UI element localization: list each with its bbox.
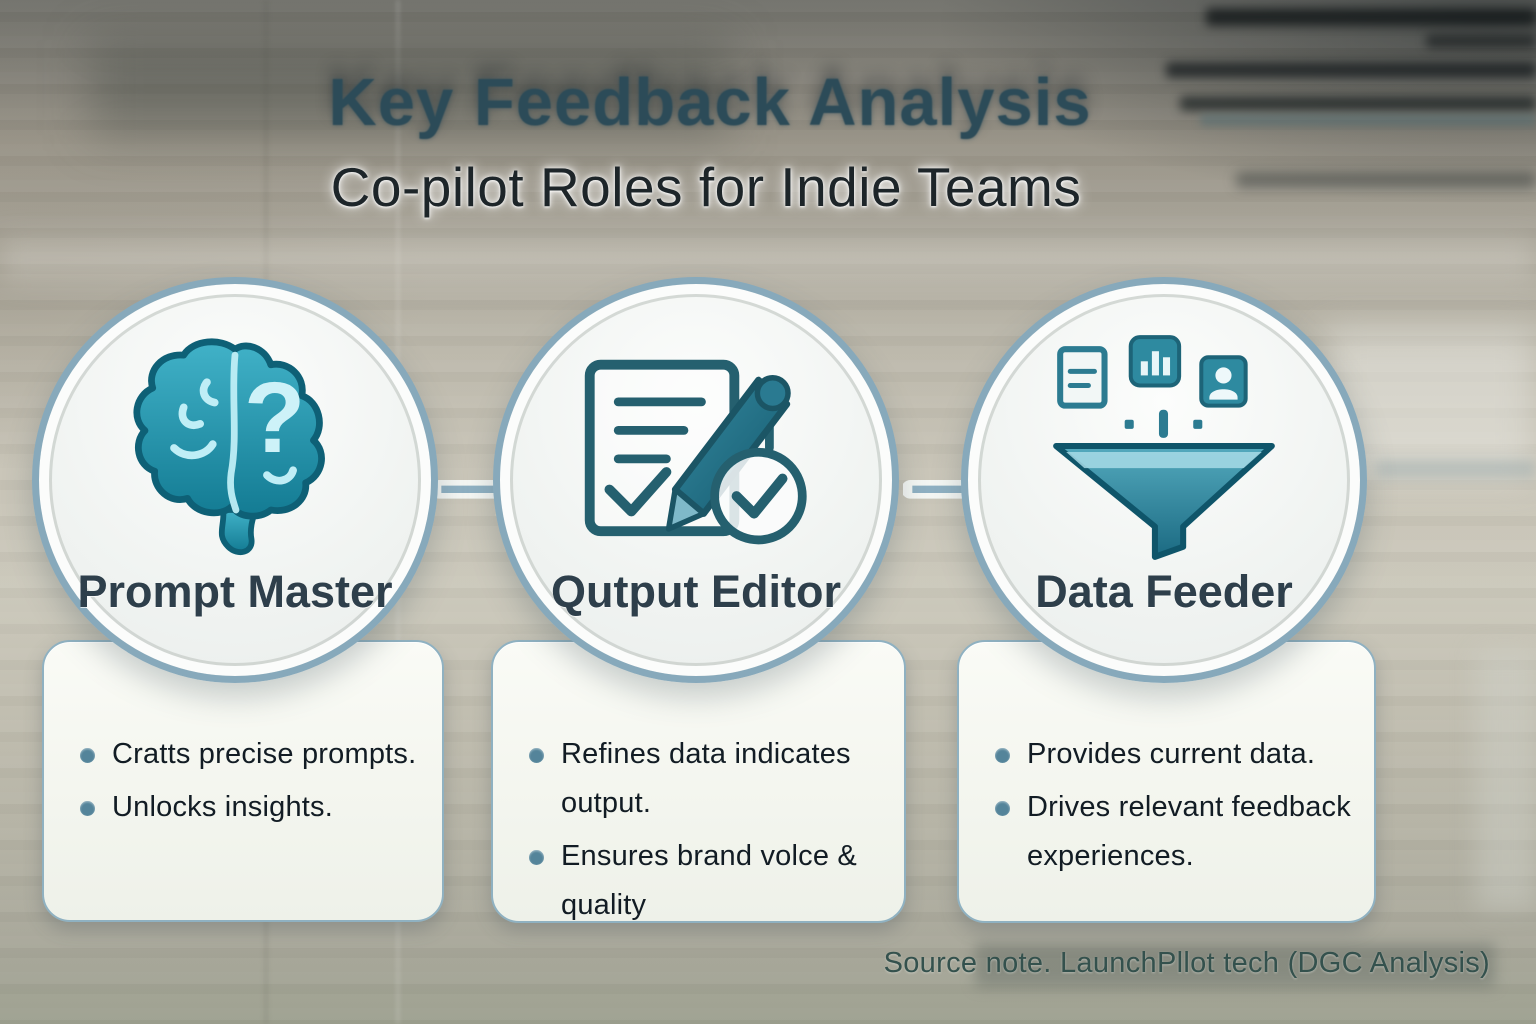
role-circle-prompt-master: ? Prompt Master [32,277,438,683]
background-streak [1426,34,1536,48]
list-item: Cratts precise prompts. [80,730,422,779]
list-item: Unlocks insights. [80,783,422,832]
list-item: Refines data indicates output. [529,730,884,828]
list-item: Provides current data. [995,730,1354,779]
bullet-text: Refines data indicates output. [561,738,851,819]
role-circle-data-feeder: Data Feeder [961,277,1367,683]
bullet-dot [80,748,95,763]
bullet-text: Cratts precise prompts. [112,738,417,770]
role-circle-output-editor: Qutput Editor [493,277,899,683]
bullet-list: Cratts precise prompts. Unlocks insights… [44,642,442,832]
bullet-dot [995,748,1010,763]
bullet-dot [529,850,544,865]
bullet-dot [529,748,544,763]
role-card-prompt-master: Cratts precise prompts. Unlocks insights… [42,640,444,922]
svg-text:?: ? [244,362,306,474]
background-streak [1206,8,1536,26]
page-subtitle: Co-pilot Roles for Indie Teams [330,156,1082,218]
bullet-text: Ensures brand volce & quality [561,840,857,921]
source-note-band [975,943,1495,987]
role-label: Data Feeder [1035,566,1293,617]
background-streak [90,40,730,135]
background-streak [1180,96,1536,111]
background-streak [1376,460,1536,478]
page-title: Key Feedback Analysis [328,65,1092,140]
bullet-dot [80,801,95,816]
background-streak [1166,62,1536,78]
role-card-output-editor: Refines data indicates output. Ensures b… [491,640,906,923]
data-funnel-icon [1038,328,1290,570]
role-card-data-feeder: Provides current data. Drives relevant f… [957,640,1376,923]
source-note: Source note. LaunchPllot tech (DGC Analy… [883,947,1490,979]
role-label: Prompt Master [77,566,393,617]
role-label: Qutput Editor [551,566,841,617]
background-streak [0,240,1536,280]
bullet-text: Unlocks insights. [112,791,333,823]
bullet-text: Provides current data. [1027,738,1316,770]
background-streak [1236,172,1536,188]
document-pen-check-icon [570,328,822,570]
bullet-list: Refines data indicates output. Ensures b… [493,642,904,930]
header: Key Feedback Analysis Co-pilot Roles for… [0,0,1536,219]
bullet-text: Drives relevant feedback experiences. [1027,791,1351,872]
list-item: Ensures brand volce & quality [529,832,884,930]
background-streak [1476,650,1536,910]
brain-question-icon: ? [109,328,361,570]
list-item: Drives relevant feedback experiences. [995,783,1354,881]
bullet-dot [995,801,1010,816]
background-streak [1200,114,1536,126]
bullet-list: Provides current data. Drives relevant f… [959,642,1374,881]
